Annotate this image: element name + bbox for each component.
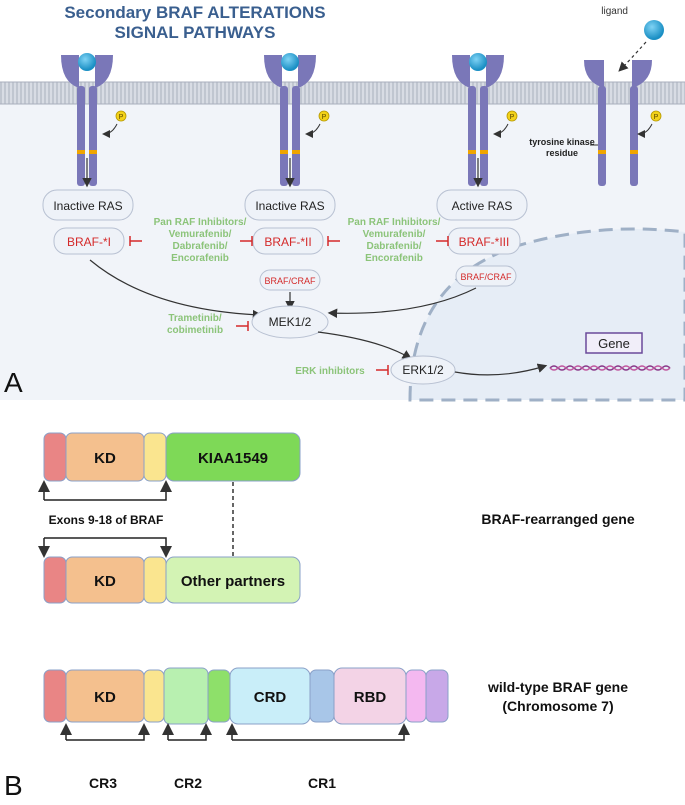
erk-inhibitor-label: ERK inhibitors	[295, 366, 365, 377]
svg-text:P: P	[119, 114, 124, 121]
gene-label: Gene	[598, 336, 630, 351]
mek-node	[251, 305, 329, 339]
fusion-bottom	[43, 556, 301, 604]
wildtype-label-line-2: (Chromosome 7)	[502, 698, 613, 714]
ras-middle	[244, 189, 336, 221]
svg-text:P: P	[322, 114, 327, 121]
receptor-1	[61, 53, 113, 186]
tyrosine-label-line-1: tyrosine kinase	[529, 137, 595, 147]
inhibitor-left-3: Dabrafenib/	[172, 241, 227, 252]
receptor-4-inactive	[584, 60, 652, 186]
tyrosine-label-line-2: residue	[546, 148, 578, 158]
rearranged-label: BRAF-rearranged gene	[481, 511, 634, 527]
fusion-top-partner: KIAA1549	[198, 450, 268, 467]
panel-letter-b: B	[4, 770, 23, 801]
phosphate-badge-1: P	[115, 110, 127, 122]
ligand-icon	[644, 20, 664, 40]
fusion-top	[43, 432, 301, 482]
panel-letter-a: A	[4, 367, 23, 398]
wildtype-rbd: RBD	[354, 689, 387, 706]
dimer-right	[455, 265, 517, 287]
inhibitor-left-4: Encorafenib	[171, 253, 229, 264]
mek-inhibitor-1: Trametinib/	[168, 313, 222, 324]
title-line-1: Secondary BRAF ALTERATIONS	[64, 3, 325, 22]
inhibitor-right-4: Encorafenib	[365, 253, 423, 264]
ras-right-label: Active RAS	[452, 199, 513, 213]
inhibitor-left-2: Vemurafenib/	[169, 229, 232, 240]
braf-class-2-label: BRAF-*II	[264, 235, 311, 249]
ras-left	[42, 189, 134, 221]
fusion-bottom-partner: Other partners	[181, 573, 285, 590]
title-line-2: SIGNAL PATHWAYS	[115, 23, 276, 42]
dimer-left	[259, 269, 321, 291]
mek-inhibitor-2: cobimetinib	[167, 325, 223, 336]
braf-class-1	[53, 227, 125, 255]
braf-class-3-label: BRAF-*III	[459, 235, 510, 249]
dna-strand-1	[549, 365, 671, 371]
fusion-bottom-kd: KD	[94, 573, 116, 590]
ras-left-label: Inactive RAS	[53, 199, 122, 213]
dimer-right-label: BRAF/CRAF	[460, 272, 512, 282]
ligand-label: ligand	[601, 6, 628, 17]
wildtype-label-line-1: wild-type BRAF gene	[487, 679, 628, 695]
inhibitor-right-2: Vemurafenib/	[363, 229, 426, 240]
phosphate-badge-2: P	[318, 110, 330, 122]
dna-strand-2	[549, 365, 671, 371]
inhibitor-left-1: Pan RAF Inhibitors/	[154, 217, 247, 228]
fusion-top-kd: KD	[94, 450, 116, 467]
svg-text:P: P	[654, 114, 659, 121]
exon-label: Exons 9-18 of BRAF	[49, 513, 164, 527]
mek-label: MEK1/2	[269, 315, 312, 329]
cell-membrane	[0, 82, 685, 104]
ras-right	[436, 189, 528, 221]
svg-text:P: P	[510, 114, 515, 121]
inhibitor-right-1: Pan RAF Inhibitors/	[348, 217, 441, 228]
dimer-left-label: BRAF/CRAF	[264, 276, 316, 286]
gene-box	[585, 332, 643, 354]
cr3-label: CR3	[89, 775, 117, 791]
ras-middle-label: Inactive RAS	[255, 199, 324, 213]
wildtype-gene	[43, 667, 449, 725]
cr2-label: CR2	[174, 775, 202, 791]
wildtype-crd: CRD	[254, 689, 287, 706]
wildtype-kd: KD	[94, 689, 116, 706]
braf-class-2	[252, 227, 324, 255]
receptor-2	[264, 53, 316, 186]
inhibitor-right-3: Dabrafenib/	[366, 241, 421, 252]
erk-node	[390, 355, 456, 385]
braf-class-1-label: BRAF-*I	[67, 235, 111, 249]
phosphate-badge-4: P	[650, 110, 662, 122]
erk-label: ERK1/2	[402, 363, 444, 377]
receptor-3	[452, 53, 504, 186]
cr1-label: CR1	[308, 775, 336, 791]
phosphate-badge-3: P	[506, 110, 518, 122]
